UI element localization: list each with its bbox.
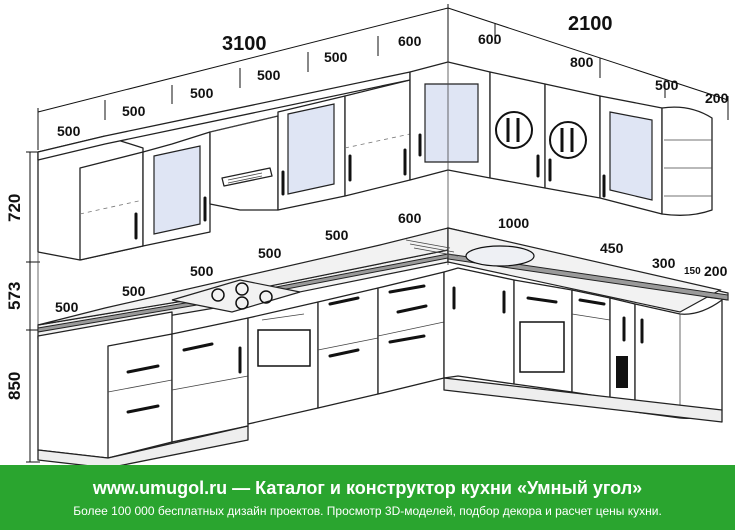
- dim-base-right-4: 150: [684, 266, 701, 277]
- dim-base-1: 500: [55, 299, 79, 315]
- dim-base-right-2: 450: [600, 240, 624, 256]
- promo-banner: www.umugol.ru — Каталог и конструктор ку…: [0, 465, 735, 530]
- dim-base-right-1: 1000: [498, 215, 529, 231]
- dim-upper-right-1: 600: [478, 31, 502, 47]
- plinth: [37, 377, 723, 465]
- fork-knife-icon: [549, 121, 587, 159]
- dim-upper-5: 500: [324, 49, 348, 65]
- dim-upper-3: 500: [190, 85, 214, 101]
- dim-upper-right-2: 800: [570, 54, 594, 70]
- dim-base-6: 600: [398, 210, 422, 226]
- fork-knife-icon: [495, 111, 533, 149]
- hob-icon: [171, 279, 301, 313]
- dim-base-right-5: 200: [704, 263, 728, 279]
- dishwasher-icon: [519, 321, 565, 373]
- dim-upper-6: 600: [398, 33, 422, 49]
- upper-cabinets-left: [37, 71, 411, 261]
- dim-base-5: 500: [325, 227, 349, 243]
- dim-height-upper: 720: [5, 194, 24, 222]
- dim-upper-2: 500: [122, 103, 146, 119]
- dim-base-right-3: 300: [652, 255, 676, 271]
- dim-upper-4: 500: [257, 67, 281, 83]
- upper-cabinets-right: [489, 71, 713, 216]
- dimension-labels: 3100 2100 500 500 500 500 500 600 600 80…: [5, 13, 729, 400]
- dim-right-wall-total: 2100: [568, 13, 613, 35]
- dim-left-wall-total: 3100: [222, 33, 267, 55]
- dim-base-4: 500: [258, 245, 282, 261]
- kitchen-drawing: 3100 2100 500 500 500 500 500 600 600 80…: [5, 4, 729, 465]
- dim-base-3: 500: [190, 263, 214, 279]
- bottle-icon: [616, 356, 628, 388]
- dim-height-backsplash: 573: [5, 282, 24, 310]
- dim-upper-1: 500: [57, 123, 81, 139]
- dim-upper-right-4: 200: [705, 90, 729, 106]
- sink-icon: [465, 245, 535, 267]
- upper-corner-cabinet: [409, 61, 491, 181]
- countertop: [37, 227, 729, 339]
- base-cabinets-right: [443, 267, 723, 419]
- banner-title[interactable]: www.umugol.ru — Каталог и конструктор ку…: [92, 478, 643, 498]
- dim-upper-right-3: 500: [655, 77, 679, 93]
- dimension-lines: [26, 4, 729, 463]
- banner-subtitle: Более 100 000 бесплатных дизайн проектов…: [73, 504, 662, 518]
- base-cabinets-left: [37, 271, 445, 459]
- dim-base-2: 500: [122, 283, 146, 299]
- dim-height-base: 850: [5, 372, 24, 400]
